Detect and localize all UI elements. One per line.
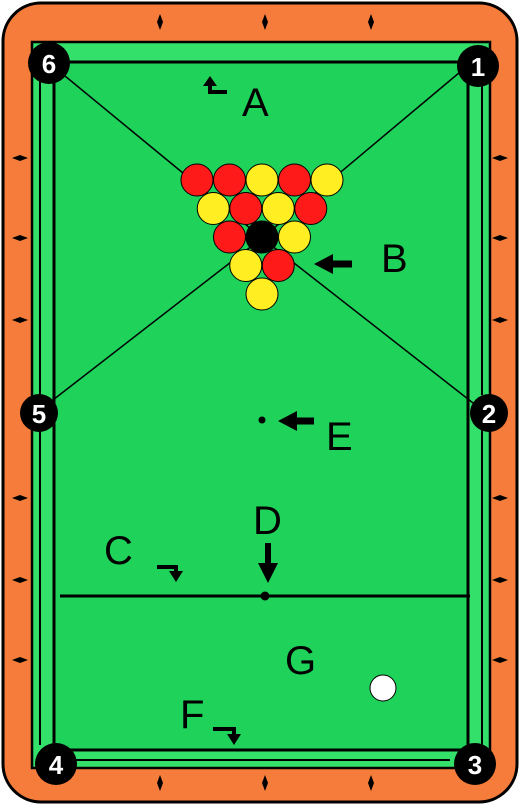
cue-ball <box>369 674 397 702</box>
arrow-F <box>213 727 236 735</box>
red-ball <box>278 163 311 197</box>
red-ball <box>180 163 214 197</box>
arrow-A <box>208 84 227 94</box>
black-ball <box>245 220 279 254</box>
arrow-C <box>157 565 178 572</box>
arrow-A-head <box>203 76 217 86</box>
arrow-E-head <box>278 411 297 431</box>
arrows <box>157 76 352 745</box>
pocket-3-number: 3 <box>468 750 482 780</box>
yellow-ball <box>310 163 344 197</box>
yellow-ball <box>278 220 311 254</box>
pocket-1-number: 1 <box>471 52 485 82</box>
red-ball <box>213 220 246 254</box>
red-ball <box>261 249 295 282</box>
arrow-F-head <box>227 734 241 745</box>
arrow-C-head <box>169 571 183 582</box>
pocket-5-number: 5 <box>32 399 46 429</box>
red-ball <box>229 192 263 225</box>
arrow-D-head <box>258 563 278 583</box>
pocket-3: 3 <box>454 743 496 785</box>
cushion-bevels <box>39 61 483 761</box>
label-A: A <box>242 81 269 125</box>
label-D: D <box>253 499 282 543</box>
rail-diamonds <box>12 14 508 791</box>
ball-rack <box>180 163 344 311</box>
yellow-ball <box>261 192 295 225</box>
arrow-B-head <box>314 254 333 274</box>
baulk-spot-D <box>260 591 270 601</box>
center-spot-E <box>258 416 266 424</box>
pocket-5: 5 <box>20 394 58 432</box>
label-F: F <box>180 693 204 737</box>
red-ball <box>213 163 246 197</box>
label-C: C <box>104 529 133 573</box>
pocket-1: 1 <box>457 45 499 87</box>
pockets: 1 2 3 4 5 6 <box>20 42 508 785</box>
pocket-6-number: 6 <box>42 49 56 79</box>
label-B: B <box>381 237 408 281</box>
label-E: E <box>326 415 353 459</box>
pocket-2: 2 <box>470 394 508 432</box>
pocket-2-number: 2 <box>482 399 496 429</box>
yellow-ball <box>245 277 279 311</box>
pocket-4-number: 4 <box>49 750 64 780</box>
red-ball <box>294 192 328 225</box>
pocket-6: 6 <box>28 42 70 84</box>
yellow-ball <box>245 163 279 197</box>
label-G: G <box>285 639 316 683</box>
pocket-4: 4 <box>35 743 77 785</box>
yellow-ball <box>196 192 230 225</box>
yellow-ball <box>229 249 263 282</box>
